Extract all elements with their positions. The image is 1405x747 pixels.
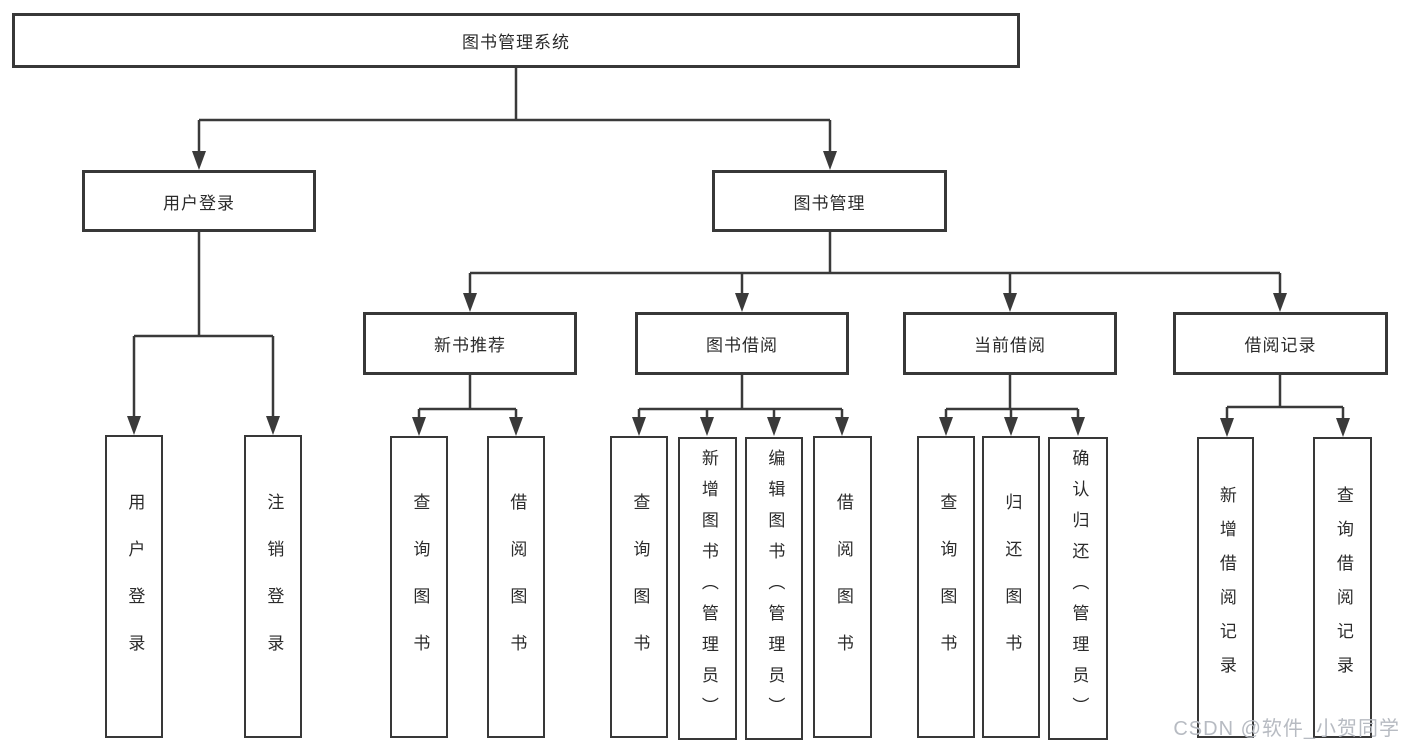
connector-root: [197, 68, 832, 154]
arrow-icon: [1003, 293, 1017, 312]
watermark: CSDN @软件_小贺同学: [1173, 718, 1400, 740]
arrow-icon: [1273, 293, 1287, 312]
arrowheads: [127, 151, 1350, 437]
arrow-icon: [1071, 417, 1085, 436]
arrow-icon: [939, 417, 953, 436]
arrow-icon: [1336, 418, 1350, 437]
leaf-label: 用户登录: [125, 492, 145, 681]
arrow-icon: [192, 151, 206, 170]
leaf-label: 查询借阅记录: [1333, 485, 1353, 690]
connector-book-management: [468, 232, 1282, 296]
leaf-label: 查询图书: [937, 493, 957, 681]
leaf-label: 注销登录: [264, 492, 284, 681]
connector-current-borrow: [944, 375, 1080, 421]
node-leaf-query-book-1: 查询图书: [390, 436, 448, 738]
node-leaf-logout: 注销登录: [244, 435, 302, 738]
node-leaf-user-login: 用户登录: [105, 435, 163, 738]
leaf-label: 查询图书: [630, 493, 650, 681]
arrow-icon: [835, 417, 849, 436]
leaf-label: 借阅图书: [507, 493, 527, 681]
node-current-borrowing: 当前借阅: [903, 312, 1117, 375]
node-book-borrowing: 图书借阅: [635, 312, 849, 375]
node-leaf-query-book-3: 查询图书: [917, 436, 975, 738]
arrow-icon: [767, 417, 781, 436]
arrow-icon: [735, 293, 749, 312]
leaf-label: 确认归还（管理员）: [1069, 449, 1089, 728]
node-borrowing-records: 借阅记录: [1173, 312, 1388, 375]
node-leaf-add-borrow-record: 新增借阅记录: [1197, 437, 1254, 738]
node-leaf-edit-book-admin: 编辑图书（管理员）: [745, 437, 803, 740]
leaf-label: 查询图书: [410, 493, 430, 681]
connector-new-book: [417, 375, 518, 421]
arrow-icon: [1220, 418, 1234, 437]
node-leaf-query-book-2: 查询图书: [610, 436, 668, 738]
connector-book-borrow: [637, 375, 844, 421]
node-new-book-recommend: 新书推荐: [363, 312, 577, 375]
arrow-icon: [463, 293, 477, 312]
node-leaf-return-book: 归还图书: [982, 436, 1040, 738]
arrow-icon: [509, 417, 523, 436]
connector-user-login: [132, 232, 275, 419]
leaf-label: 归还图书: [1002, 493, 1022, 681]
node-book-management: 图书管理: [712, 170, 947, 232]
arrow-icon: [1004, 417, 1018, 436]
arrow-icon: [632, 417, 646, 436]
node-user-login: 用户登录: [82, 170, 316, 232]
leaf-label: 新增图书（管理员）: [698, 449, 718, 728]
node-leaf-add-book-admin: 新增图书（管理员）: [678, 437, 737, 740]
leaf-label: 编辑图书（管理员）: [765, 449, 785, 728]
node-leaf-query-borrow-record: 查询借阅记录: [1313, 437, 1372, 738]
arrow-icon: [412, 417, 426, 436]
node-leaf-confirm-return-admin: 确认归还（管理员）: [1048, 437, 1108, 740]
node-leaf-borrow-book-1: 借阅图书: [487, 436, 545, 738]
leaf-label: 借阅图书: [833, 493, 853, 681]
connector-borrow-records: [1225, 375, 1345, 421]
node-leaf-borrow-book-2: 借阅图书: [813, 436, 872, 738]
arrow-icon: [266, 416, 280, 435]
arrow-icon: [823, 151, 837, 170]
leaf-label: 新增借阅记录: [1216, 485, 1236, 690]
arrow-icon: [127, 416, 141, 435]
node-library-system: 图书管理系统: [12, 13, 1020, 68]
arrow-icon: [700, 417, 714, 436]
